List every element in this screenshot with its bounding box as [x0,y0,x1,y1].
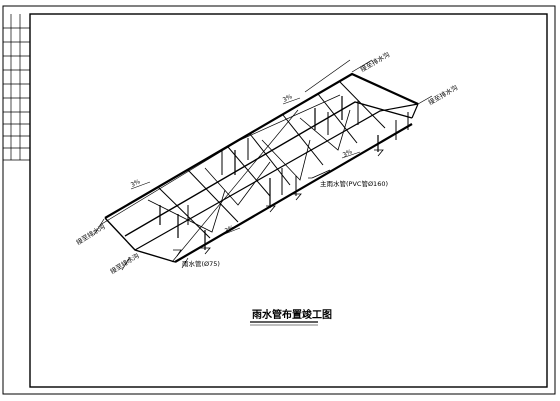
slope-label: 3% [342,148,354,159]
outer-frame [2,5,556,395]
ridge-line [104,72,419,219]
slope-label: 3% [130,178,142,189]
drain-label-left-top: 接至排水沟 [74,222,106,247]
roof-structure [99,59,419,263]
slope-leaders [130,97,361,236]
upper-eave-line [124,101,413,237]
left-title-strip [3,14,30,161]
drawing-title: 雨水管布置竣工图 [252,308,332,321]
left-end-line [104,217,176,263]
leader-lines [93,59,433,271]
branch-pipe-label: 雨水管(Ø75) [182,259,220,268]
outer-eave-right [134,103,419,251]
slope-label: 3% [224,224,236,235]
slope-label: 3% [282,93,294,104]
lower-gutter-line [174,123,413,263]
inner-frame [29,13,548,388]
drain-label-right-mid: 接至排水沟 [427,83,460,107]
drain-label-right-top: 接至排水沟 [359,50,392,74]
drain-label-left-bottom: 接至排水沟 [108,251,140,276]
main-pipe-label: 主雨水管(PVC管Ø160) [320,179,388,188]
